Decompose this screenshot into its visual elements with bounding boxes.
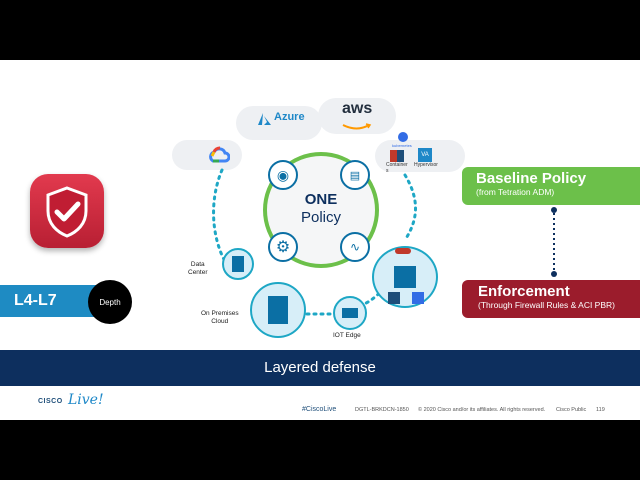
hypervisor-icon: VA bbox=[418, 148, 432, 162]
footer-classification: Cisco Public bbox=[556, 407, 587, 413]
gear-icon: ⚙ bbox=[268, 232, 298, 262]
monitoring-icon: ∿ bbox=[340, 232, 370, 262]
aws-smile-icon bbox=[342, 118, 372, 136]
kubernetes-icon bbox=[398, 132, 408, 142]
hypervisor-label: Hypervisor bbox=[414, 162, 438, 168]
policy-line2: Policy bbox=[300, 209, 341, 226]
aws-label: aws bbox=[342, 100, 373, 117]
baseline-subtitle: (from Tetration ADM) bbox=[476, 187, 555, 197]
baseline-policy-box: Baseline Policy (from Tetration ADM) bbox=[462, 167, 640, 205]
slide: Azure aws kubernetes VA Container s Hype… bbox=[0, 60, 640, 420]
enforcement-title: Enforcement bbox=[478, 283, 570, 300]
google-cloud-icon bbox=[208, 145, 231, 165]
container-icon bbox=[390, 150, 404, 162]
on-prem-icon bbox=[250, 282, 306, 338]
footer-copyright: © 2020 Cisco and/or its affiliates. All … bbox=[418, 407, 546, 413]
server-tower-icon: ▤ bbox=[340, 160, 370, 190]
cisco-live-logo: Live! bbox=[68, 392, 104, 408]
data-center-label: Data Center bbox=[188, 261, 208, 276]
fingerprint-icon: ◉ bbox=[268, 160, 298, 190]
azure-icon bbox=[258, 112, 272, 130]
azure-cloud bbox=[236, 106, 322, 140]
footer-page: 119 bbox=[596, 407, 605, 413]
kubernetes-label: kubernetes bbox=[392, 143, 412, 148]
google-cloud bbox=[172, 140, 242, 170]
on-prem-label: On Premises Cloud bbox=[201, 310, 239, 325]
enforcement-box: Enforcement (Through Firewall Rules & AC… bbox=[462, 280, 640, 318]
l4l7-label: L4-L7 bbox=[0, 285, 100, 317]
policy-line1: ONE bbox=[304, 191, 338, 208]
footer-hashtag: #CiscoLive bbox=[302, 406, 337, 413]
equinix-cloud-icon bbox=[372, 246, 438, 308]
footer: CISCO Live! #CiscoLive DGTL-BRKDCN-1850 … bbox=[0, 386, 640, 420]
data-center-icon bbox=[222, 248, 254, 280]
container-label: Container s bbox=[386, 162, 408, 174]
layered-defense-banner: Layered defense bbox=[0, 350, 640, 386]
baseline-title: Baseline Policy bbox=[476, 170, 587, 187]
depth-badge: Depth bbox=[88, 280, 132, 324]
shield-check-icon bbox=[46, 186, 88, 238]
vm-icon bbox=[388, 292, 400, 304]
hexagon-icon bbox=[412, 292, 424, 304]
enforcement-subtitle: (Through Firewall Rules & ACI PBR) bbox=[478, 300, 615, 310]
cisco-logo: CISCO bbox=[38, 398, 63, 405]
iot-edge-icon bbox=[333, 296, 367, 330]
shield-tile-icon bbox=[30, 174, 104, 248]
iot-edge-label: IOT Edge bbox=[333, 332, 361, 339]
footer-session: DGTL-BRKDCN-1850 bbox=[355, 407, 409, 413]
azure-label: Azure bbox=[274, 111, 305, 123]
equinix-logo-icon bbox=[395, 248, 411, 254]
